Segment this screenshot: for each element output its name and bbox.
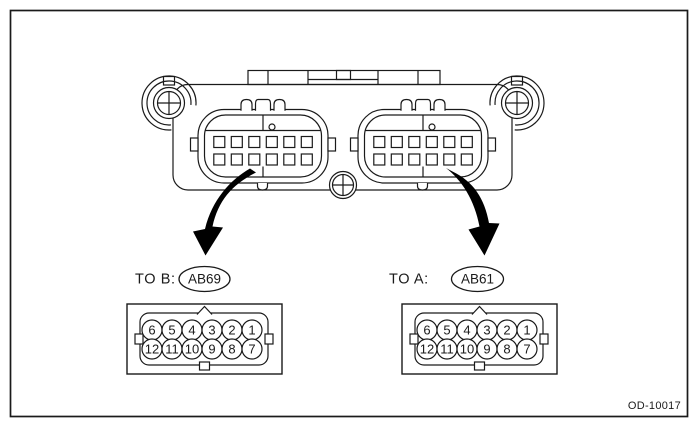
screw-head-icon xyxy=(500,86,534,120)
curved-arrow-to-a-icon xyxy=(446,168,500,256)
control-module-front-view xyxy=(141,69,545,200)
pin-number: 10 xyxy=(185,342,199,357)
pin-number: 3 xyxy=(483,323,490,338)
pin-number: 1 xyxy=(248,323,255,338)
pin-number: 6 xyxy=(423,323,430,338)
pinout-box-b xyxy=(126,303,283,375)
pin-number: 6 xyxy=(148,323,155,338)
code-oval-b xyxy=(178,265,231,293)
code-oval-a xyxy=(450,265,505,293)
pin-number: 1 xyxy=(523,323,530,338)
pin-number: 2 xyxy=(503,323,510,338)
pin-number: 10 xyxy=(460,342,474,357)
pin-number: 11 xyxy=(440,342,454,357)
pin-number: 8 xyxy=(228,342,235,357)
center-screw-icon xyxy=(328,170,358,200)
connector-code-b: AB69 xyxy=(188,272,221,287)
pin-number: 4 xyxy=(463,323,470,338)
to-a-text: TO A: xyxy=(389,272,429,288)
pin-number: 12 xyxy=(420,342,434,357)
pin-number: 5 xyxy=(443,323,450,338)
pin-number: 2 xyxy=(228,323,235,338)
figure-code: OD-10017 xyxy=(628,400,681,412)
pin-number: 7 xyxy=(248,342,255,357)
pin-number: 5 xyxy=(168,323,175,338)
left-mounting-boss xyxy=(141,75,197,131)
pin-number: 12 xyxy=(145,342,159,357)
pin-number: 9 xyxy=(483,342,490,357)
curved-arrow-to-b-icon xyxy=(193,168,256,256)
connector-b-label: TO B: AB69 xyxy=(135,265,231,293)
pinout-shell-b xyxy=(126,303,283,375)
pinout-numbers-a: 6 5 4 3 2 1 12 11 10 9 8 7 xyxy=(420,323,531,357)
pin-number: 4 xyxy=(188,323,195,338)
pinout-numbers-b: 6 5 4 3 2 1 12 11 10 9 8 7 xyxy=(145,323,256,357)
to-b-text: TO B: xyxy=(135,272,176,288)
pin-number: 8 xyxy=(503,342,510,357)
pin-number: 7 xyxy=(523,342,530,357)
pinout-box-a xyxy=(401,303,558,375)
connector-code-a: AB61 xyxy=(461,272,494,287)
module-connector-b xyxy=(189,98,337,191)
pin-number: 3 xyxy=(208,323,215,338)
connector-a-label: TO A: AB61 xyxy=(389,265,505,293)
module-connector-a xyxy=(349,98,497,191)
figure-border xyxy=(9,9,689,418)
screw-head-icon xyxy=(152,86,186,120)
mounting-bracket xyxy=(247,69,441,86)
pin-number: 11 xyxy=(165,342,179,357)
right-mounting-boss xyxy=(489,75,545,131)
pinout-shell-a xyxy=(401,303,558,375)
pin-number: 9 xyxy=(208,342,215,357)
